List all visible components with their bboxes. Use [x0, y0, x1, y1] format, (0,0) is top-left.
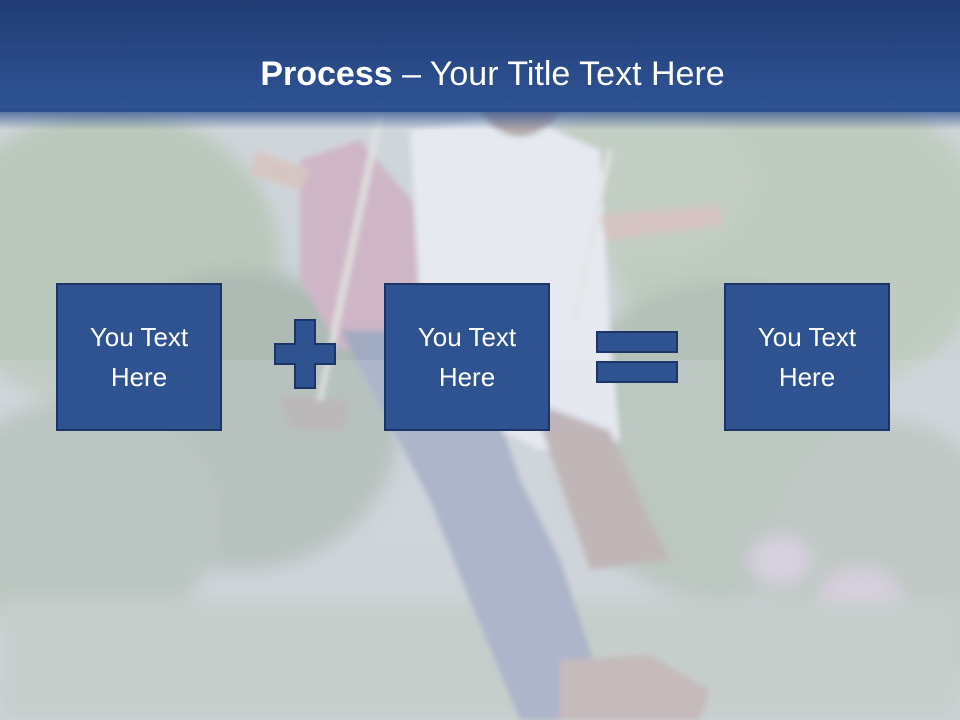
process-box-2[interactable]: You Text Here: [384, 283, 550, 431]
title-bold: Process: [260, 55, 393, 93]
title-bar: [0, 0, 960, 112]
title-bar-fade: [0, 108, 960, 130]
process-box-3-text: You Text Here: [757, 322, 857, 392]
slide-title: Process – Your Title Text Here: [0, 52, 960, 96]
title-text: – Your Title Text Here: [392, 55, 725, 93]
process-box-3[interactable]: You Text Here: [724, 283, 890, 431]
process-box-1[interactable]: You Text Here: [56, 283, 222, 431]
process-box-1-text: You Text Here: [89, 322, 189, 392]
equals-icon: [596, 331, 678, 383]
process-box-2-text: You Text Here: [417, 322, 517, 392]
plus-icon: [274, 319, 336, 389]
